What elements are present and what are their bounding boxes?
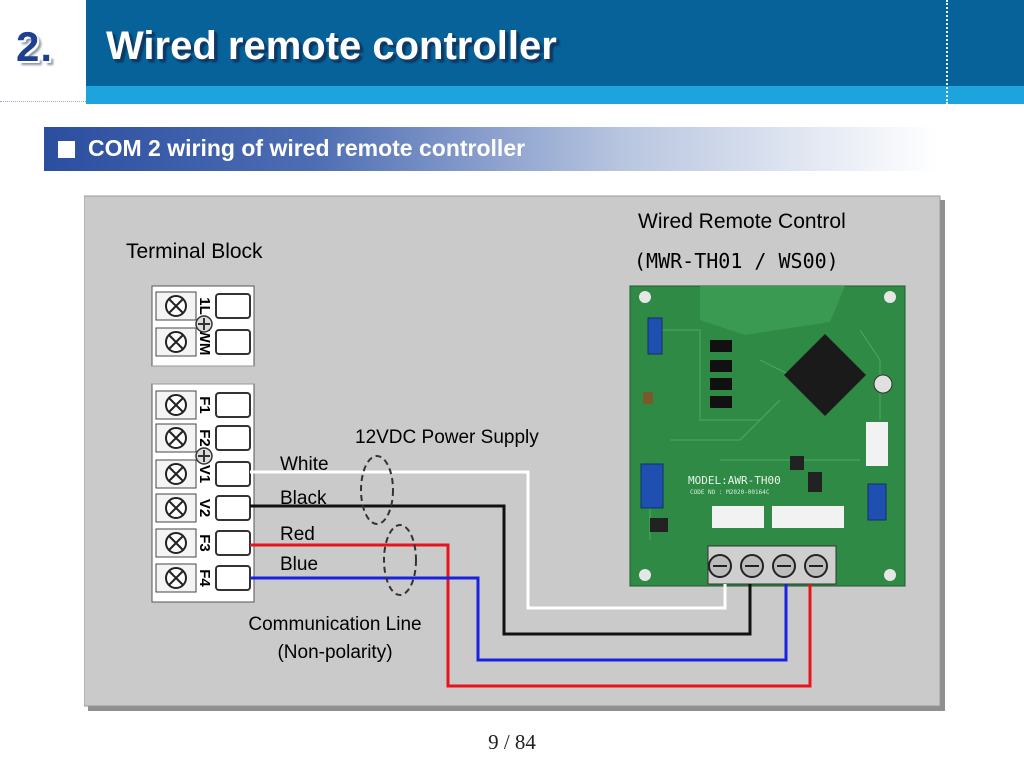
header-divider [0, 101, 86, 102]
pcb-code-text: CODE NO : M2020-00164C [690, 489, 770, 496]
wire-white [250, 470, 727, 610]
terminal-label-f1: F1 [196, 396, 213, 414]
comm-line-label: Communication Line [248, 614, 421, 635]
comm-line-sub-label: (Non-polarity) [277, 642, 392, 663]
terminal-label-f3: F3 [196, 534, 213, 552]
jumper-plus-icon [195, 315, 213, 333]
wire-blue [250, 576, 788, 662]
page-title: Wired remote controller [106, 24, 557, 68]
pcb-model-text: MODEL:AWR-TH00 [688, 474, 781, 487]
terminal-block: 1L WM F1 F2 V1 V2 F3 F4 [151, 285, 255, 603]
terminal-label-f4: F4 [196, 569, 213, 587]
power-supply-label: 12VDC Power Supply [355, 427, 539, 448]
remote-control-title: Wired Remote Control [638, 210, 846, 233]
terminal-screws [155, 291, 251, 593]
wiring-diagram: Terminal Block Wired Remote Control (MWR… [84, 195, 945, 711]
header-dotted-line [946, 0, 948, 104]
wire-label-black: Black [280, 488, 327, 509]
remote-control-model: (MWR-TH01 / WS00) [634, 249, 839, 273]
terminal-label-1l: 1L [196, 297, 213, 315]
wire-label-red: Red [280, 524, 315, 545]
power-supply-marker [360, 455, 394, 525]
header-band [86, 0, 1024, 86]
section-bullet-square [58, 141, 75, 158]
wire-black [250, 504, 752, 636]
section-number: 2. [16, 23, 54, 70]
header-stripe [86, 86, 1024, 104]
header-number-area [0, 0, 86, 100]
remote-controller-pcb: MODEL:AWR-TH00 CODE NO : M2020-00164C [629, 285, 906, 587]
wire-label-blue: Blue [280, 554, 318, 575]
jumper-plus-icon [195, 447, 213, 465]
section-heading: COM 2 wiring of wired remote controller [88, 135, 526, 161]
terminal-label-f2: F2 [196, 429, 213, 447]
section-heading-bar [44, 127, 938, 171]
pcb-terminals [707, 545, 837, 585]
terminal-label-v1: V1 [196, 465, 213, 483]
wire-label-white: White [280, 454, 329, 475]
terminal-block-label: Terminal Block [126, 240, 263, 263]
comm-line-marker [383, 524, 417, 596]
wire-red [250, 543, 812, 688]
terminal-label-wm: WM [196, 329, 213, 356]
page-number: 9 / 84 [488, 730, 536, 754]
terminal-label-v2: V2 [196, 499, 213, 517]
